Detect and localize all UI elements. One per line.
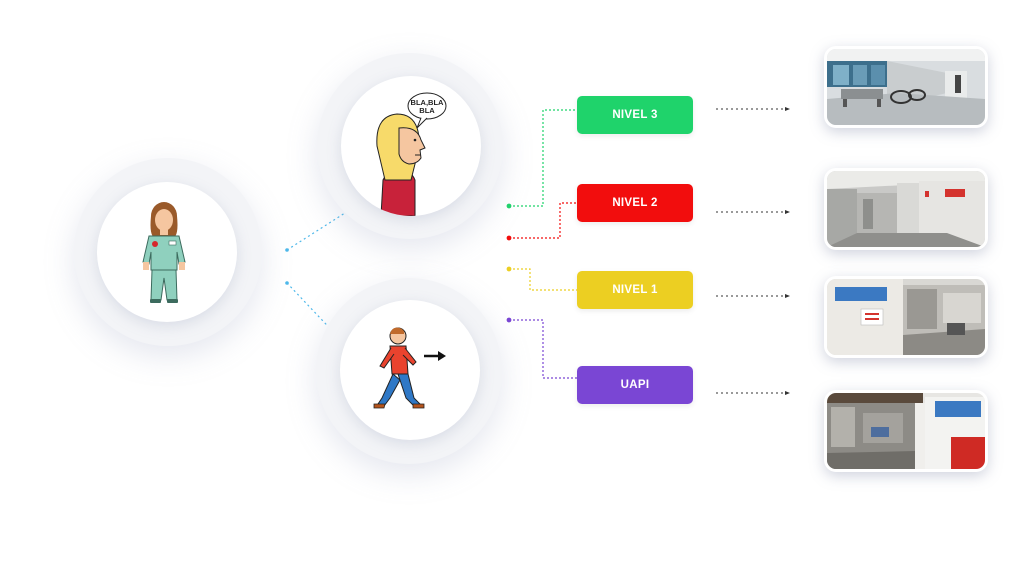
- walking-person-icon: [373, 327, 425, 409]
- level-nivel-2[interactable]: NIVEL 2: [577, 184, 693, 222]
- photo-nivel-3-waiting-area: [824, 46, 988, 128]
- nurse-circle: [97, 182, 237, 322]
- connector-uapi: [509, 319, 577, 379]
- speech-bubble-line1: BLA,BLA: [411, 98, 444, 107]
- connector-nivel1: [509, 268, 577, 291]
- level-nivel-3[interactable]: NIVEL 3: [577, 96, 693, 134]
- speech-bubble-line2: BLA: [419, 106, 435, 115]
- talking-person-icon: BLA,BLA BLA: [376, 92, 447, 216]
- connector-nurse-to-talking: [286, 196, 371, 251]
- level-uapi[interactable]: UAPI: [577, 366, 693, 404]
- arrow-right-icon: [424, 351, 446, 361]
- photo-nivel-1-hallway: [824, 276, 988, 358]
- walking-circle: [340, 300, 480, 440]
- connector-nivel3: [509, 109, 577, 207]
- connector-nivel2: [509, 202, 577, 239]
- photo-uapi-entrance: [824, 390, 988, 472]
- photo-nivel-2-corridor: [824, 168, 988, 250]
- nurse-icon: [142, 202, 186, 303]
- level-nivel-1[interactable]: NIVEL 1: [577, 271, 693, 309]
- talking-circle: BLA,BLA BLA: [341, 76, 481, 216]
